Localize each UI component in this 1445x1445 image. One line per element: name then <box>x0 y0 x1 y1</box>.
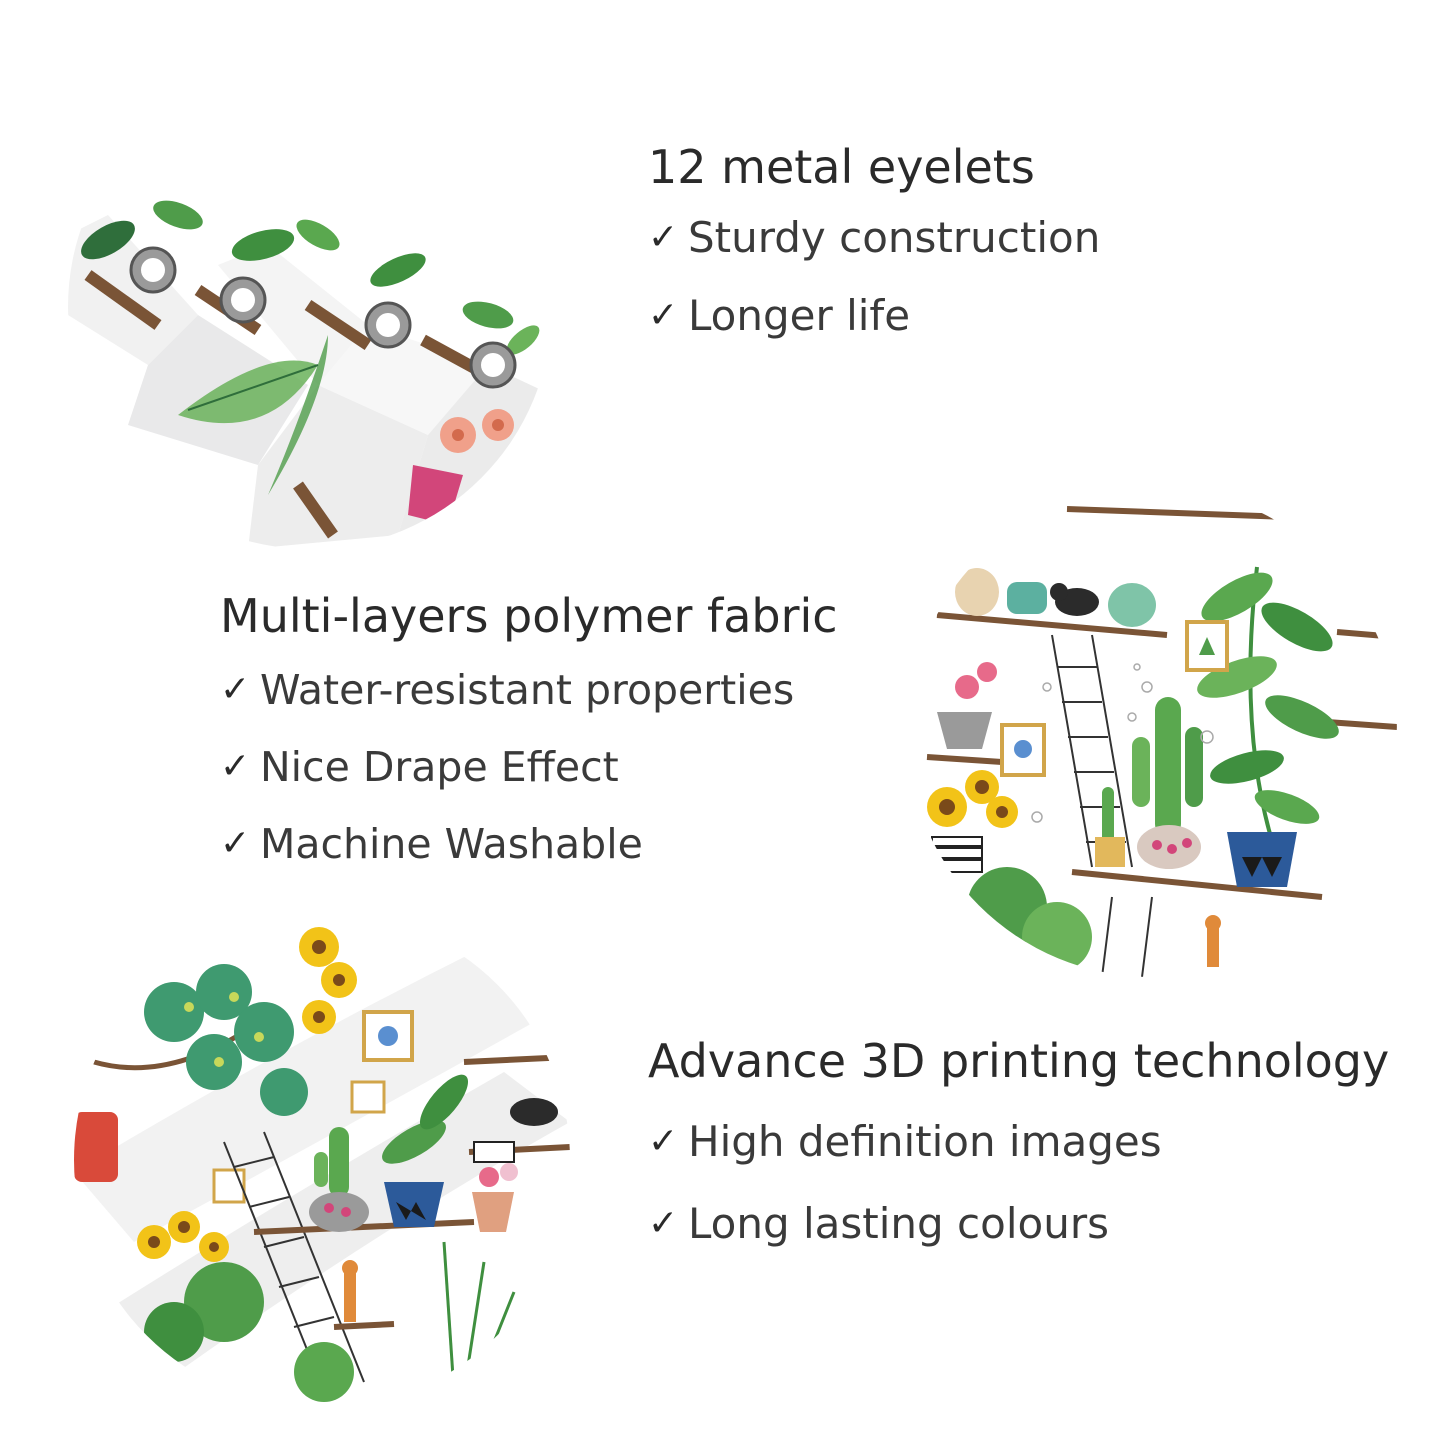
checkmark-icon: ✓ <box>648 294 679 336</box>
list-item: ✓ Water-resistant properties <box>220 651 838 728</box>
feature-printing: Advance 3D printing technology ✓ High de… <box>648 1030 1389 1264</box>
checkmark-icon: ✓ <box>648 1120 679 1162</box>
list-item-label: Machine Washable <box>260 819 643 868</box>
list-item-label: Nice Drape Effect <box>260 742 619 791</box>
list-item-label: Longer life <box>688 290 911 340</box>
printed-fabric-photo <box>74 912 570 1408</box>
feature-list: ✓ Water-resistant properties ✓ Nice Drap… <box>220 651 838 882</box>
list-item: ✓ Sturdy construction <box>648 198 1100 276</box>
feature-eyelets: 12 metal eyelets ✓ Sturdy construction ✓… <box>648 136 1100 354</box>
list-item-label: Water-resistant properties <box>260 665 795 714</box>
list-item: ✓ Nice Drape Effect <box>220 728 838 805</box>
feature-list: ✓ Sturdy construction ✓ Longer life <box>648 198 1100 354</box>
feature-fabric: Multi-layers polymer fabric ✓ Water-resi… <box>220 585 838 882</box>
list-item-label: High definition images <box>688 1116 1162 1166</box>
checkmark-icon: ✓ <box>220 823 251 864</box>
feature-title: 12 metal eyelets <box>648 140 1035 194</box>
feature-title: Multi-layers polymer fabric <box>220 589 838 643</box>
fabric-pattern-photo <box>907 487 1397 977</box>
feature-list: ✓ High definition images ✓ Long lasting … <box>648 1100 1389 1264</box>
list-item: ✓ Longer life <box>648 276 1100 354</box>
list-item: ✓ Long lasting colours <box>648 1182 1389 1264</box>
eyelets-photo <box>68 65 552 549</box>
checkmark-icon: ✓ <box>220 746 251 787</box>
checkmark-icon: ✓ <box>220 669 251 710</box>
checkmark-icon: ✓ <box>648 216 679 258</box>
feature-title: Advance 3D printing technology <box>648 1034 1390 1088</box>
list-item: ✓ Machine Washable <box>220 805 838 882</box>
list-item: ✓ High definition images <box>648 1100 1389 1182</box>
list-item-label: Long lasting colours <box>688 1198 1109 1248</box>
list-item-label: Sturdy construction <box>688 212 1101 262</box>
checkmark-icon: ✓ <box>648 1202 679 1244</box>
